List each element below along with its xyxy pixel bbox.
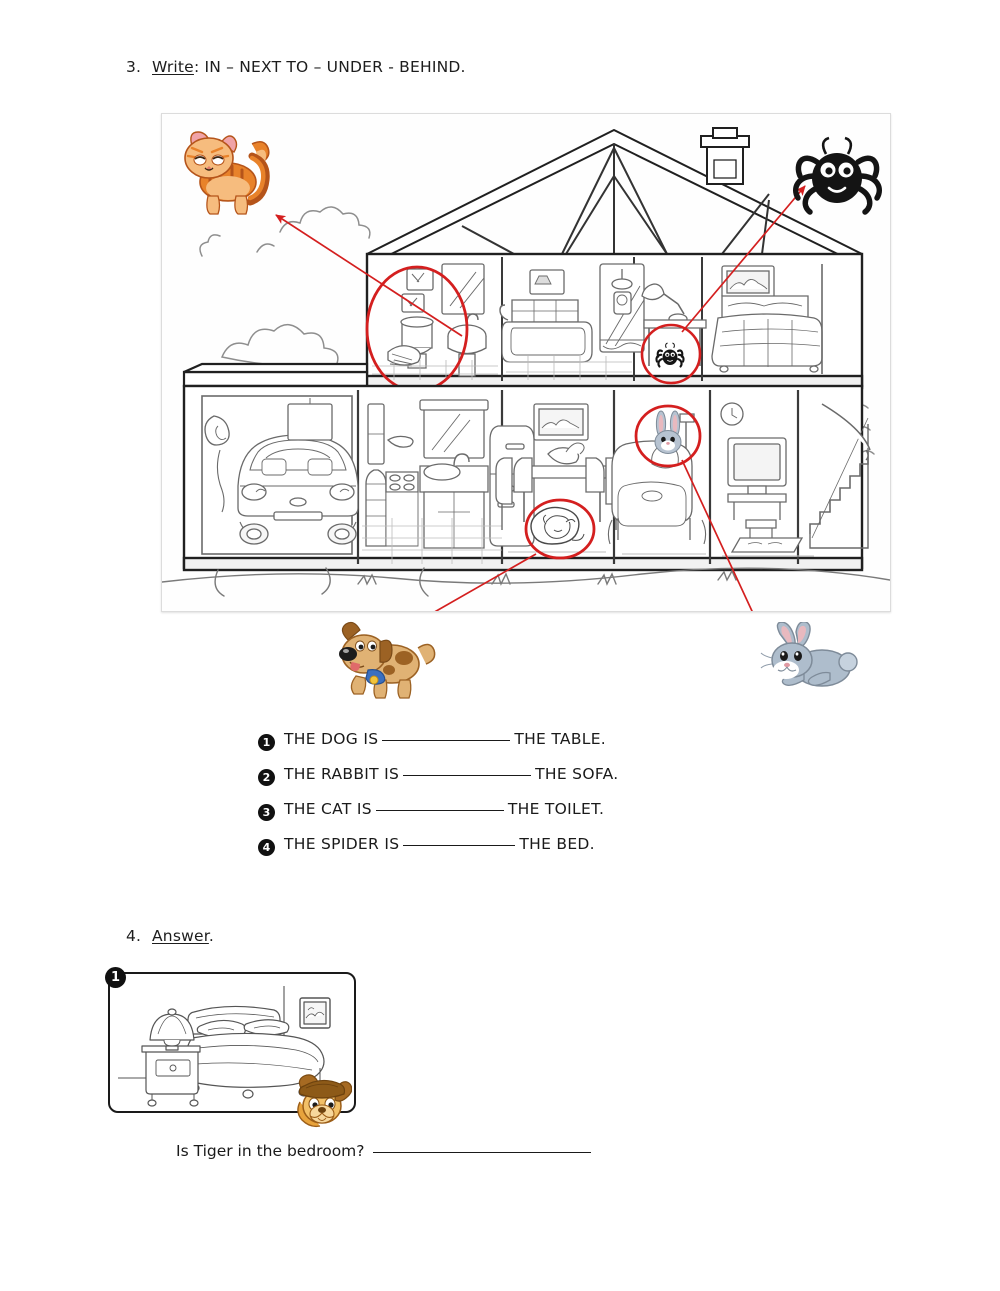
house-illustration-panel <box>161 113 891 612</box>
exercise-3-instruction: : IN – NEXT TO – UNDER - BEHIND. <box>193 58 466 76</box>
exercise-4-verb: Answer <box>152 927 209 945</box>
red-circle-dog <box>524 498 596 560</box>
answer-blank[interactable] <box>403 775 532 776</box>
sentence-list: 1 THE DOG IS THE TABLE. 2 THE RABBIT IS … <box>258 730 718 870</box>
exercise-3-verb: Write <box>152 58 194 76</box>
exercise-4-number: 4. <box>126 927 142 945</box>
kitchen-room <box>362 399 535 564</box>
garden-ground <box>162 567 890 597</box>
spider-sprite <box>793 136 882 215</box>
rabbit-in-living-room-icon <box>654 410 682 454</box>
arrow-rabbit <box>681 459 753 611</box>
sentence-row: 4 THE SPIDER IS THE BED. <box>258 835 718 870</box>
red-circle-rabbit <box>634 404 702 468</box>
cat-sprite <box>184 131 270 215</box>
upstairs-bedroom <box>641 264 823 374</box>
arrow-cat <box>275 214 463 337</box>
question-text: Is Tiger in the bedroom? <box>176 1142 365 1160</box>
sentence-before: THE DOG IS <box>284 730 379 748</box>
sentence-bullet: 2 <box>258 769 275 786</box>
answer-blank[interactable] <box>375 810 504 811</box>
red-pointer-arrows <box>275 185 806 611</box>
sentence-before: THE CAT IS <box>284 800 372 818</box>
arrow-dog <box>434 553 537 611</box>
garage-porch-roof <box>182 362 369 388</box>
sentence-bullet: 1 <box>258 734 275 751</box>
exercise-3-heading: 3. Write: IN – NEXT TO – UNDER - BEHIND. <box>126 58 466 76</box>
bedroom-illustration <box>108 972 356 1113</box>
exercise-4-heading: 4. Answer. <box>126 927 214 945</box>
sentence-row: 2 THE RABBIT IS THE SOFA. <box>258 765 718 800</box>
sentence-before: THE RABBIT IS <box>284 765 400 783</box>
garage-room <box>201 395 359 555</box>
bedroom-picture <box>108 972 356 1113</box>
sentence-after: THE TABLE. <box>514 730 607 748</box>
exercise-4-instruction: . <box>208 927 215 945</box>
sentence-row: 3 THE CAT IS THE TOILET. <box>258 800 718 835</box>
sentence-bullet: 3 <box>258 804 275 821</box>
answer-blank[interactable] <box>382 740 511 741</box>
answer-question-row: Is Tiger in the bedroom? <box>176 1142 595 1160</box>
arrow-spider <box>681 185 806 333</box>
sentence-after: THE BED. <box>519 835 595 853</box>
attic-trusses <box>461 144 770 255</box>
sentence-row: 1 THE DOG IS THE TABLE. <box>258 730 718 765</box>
sentence-before: THE SPIDER IS <box>284 835 400 853</box>
living-room <box>607 413 787 555</box>
chimney <box>700 127 750 185</box>
sentence-after: THE SOFA. <box>535 765 619 783</box>
upstairs-bathroom-left <box>372 263 498 380</box>
red-circle-spider <box>640 323 702 385</box>
answer-blank[interactable] <box>403 845 516 846</box>
exercise-3-number: 3. <box>126 58 142 76</box>
cutaway-house-illustration <box>162 114 890 611</box>
sentence-bullet: 4 <box>258 839 275 856</box>
hallway-stairs <box>720 402 871 557</box>
sentence-after: THE TOILET. <box>507 800 605 818</box>
upstairs-bathroom-middle <box>499 263 645 380</box>
picture-number-badge: 1 <box>105 967 126 988</box>
rabbit-sprite <box>760 622 858 687</box>
answer-blank[interactable] <box>372 1152 591 1153</box>
dog-sprite <box>339 621 436 699</box>
tiger-dog-sprite <box>297 1074 352 1128</box>
